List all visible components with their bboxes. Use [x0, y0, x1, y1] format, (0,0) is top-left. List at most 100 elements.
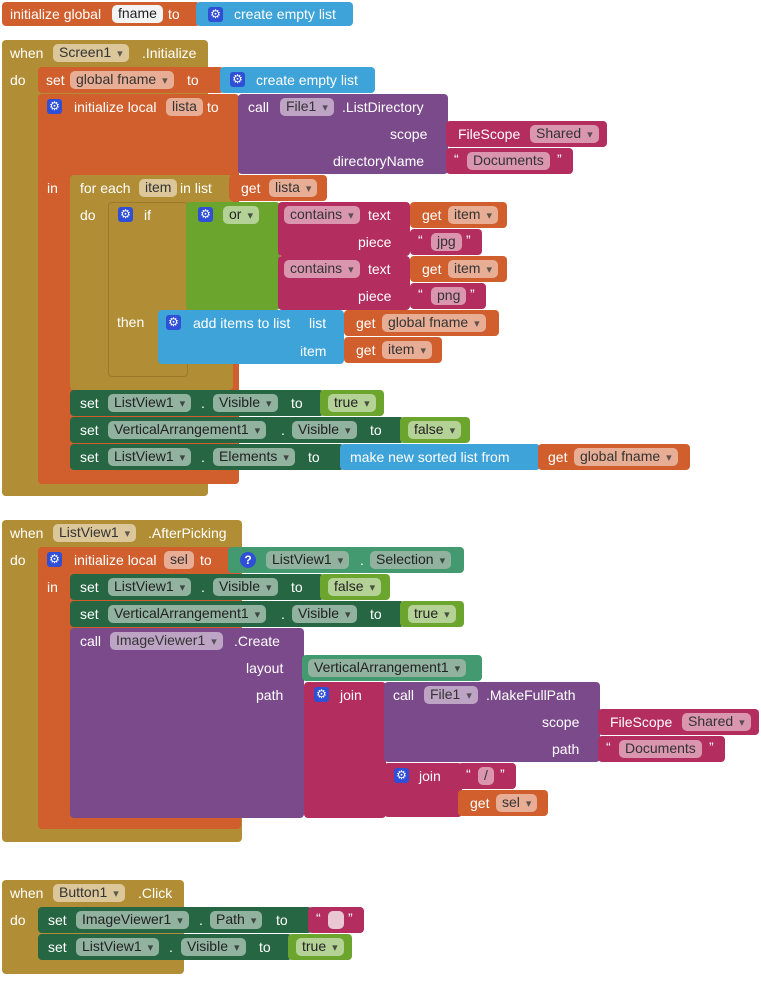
help-icon[interactable]: ? [240, 552, 256, 568]
selection-property-dropdown[interactable]: Selection [370, 551, 452, 569]
gear-icon[interactable]: ⚙ [47, 552, 62, 567]
file1-component-dropdown[interactable]: File1 [280, 98, 334, 116]
get-item-block[interactable]: get item [410, 202, 507, 228]
item-dropdown[interactable]: item [448, 260, 498, 278]
file1-component-dropdown[interactable]: File1 [424, 686, 478, 704]
verticalarrangement1-dropdown[interactable]: VerticalArrangement1 [108, 605, 267, 623]
local-name-field[interactable]: lista [166, 98, 203, 116]
slash-text[interactable]: / [478, 767, 494, 785]
screen1-component-dropdown[interactable]: Screen1 [53, 44, 129, 62]
sel-dropdown[interactable]: sel [496, 794, 538, 812]
gear-icon[interactable]: ⚙ [198, 207, 213, 222]
get-item-block[interactable]: get item [344, 337, 442, 363]
contains-text-block-1[interactable]: contains text piece [278, 202, 410, 256]
true-block[interactable]: true [400, 601, 464, 627]
imageviewer1-dropdown[interactable]: ImageViewer1 [110, 632, 223, 650]
global-fname-dropdown[interactable]: global fname [382, 314, 486, 332]
contains-dropdown[interactable]: contains [284, 260, 360, 278]
empty-text-block[interactable]: “ ” [308, 907, 364, 933]
gear-icon[interactable]: ⚙ [47, 99, 62, 114]
join-inner-block[interactable]: ⚙ join [384, 763, 462, 817]
imageviewer1-create-block[interactable]: call ImageViewer1 .Create layout path [70, 628, 304, 818]
documents-text[interactable]: Documents [619, 740, 702, 758]
get-lista-block[interactable]: get lista [229, 175, 327, 201]
file1-listdirectory-block[interactable]: call File1 .ListDirectory scope director… [238, 94, 448, 174]
listview1-dropdown[interactable]: ListView1 [108, 448, 192, 466]
text-string-block[interactable]: “ png ” [410, 283, 486, 309]
listview1-selection-getter[interactable]: ? ListView1 . Selection [228, 547, 464, 573]
visible-property-dropdown[interactable]: Visible [181, 938, 246, 956]
make-sorted-list-block[interactable]: make new sorted list from [340, 444, 540, 470]
listview1-dropdown[interactable]: ListView1 [266, 551, 350, 569]
listview1-dropdown[interactable]: ListView1 [108, 578, 192, 596]
set-listview1-visible-block[interactable]: set ListView1 . Visible to [38, 934, 292, 960]
png-text[interactable]: png [431, 287, 467, 305]
text-string-block[interactable]: “ jpg ” [410, 229, 482, 255]
global-fname-dropdown[interactable]: global fname [70, 71, 174, 89]
button1-component-dropdown[interactable]: Button1 [53, 884, 125, 902]
false-block[interactable]: false [400, 417, 470, 443]
imageviewer1-dropdown[interactable]: ImageViewer1 [76, 911, 189, 929]
empty-text-field[interactable] [328, 911, 344, 929]
or-operator-dropdown[interactable]: or [223, 206, 259, 224]
contains-dropdown[interactable]: contains [284, 206, 360, 224]
text-string-block[interactable]: “ Documents ” [598, 736, 725, 762]
gear-icon[interactable]: ⚙ [394, 768, 409, 783]
filescope-block[interactable]: FileScope Shared [598, 709, 759, 735]
false-dropdown[interactable]: false [408, 421, 462, 439]
create-empty-list-block[interactable]: ⚙ create empty list [220, 67, 375, 93]
global-variable-block[interactable]: initialize global fname to [2, 2, 200, 26]
local-name-field[interactable]: sel [164, 551, 194, 569]
false-block[interactable]: false [320, 574, 390, 600]
true-block[interactable]: true [288, 934, 352, 960]
directory-name-text[interactable]: Documents [467, 152, 550, 170]
visible-property-dropdown[interactable]: Visible [292, 421, 357, 439]
visible-property-dropdown[interactable]: Visible [292, 605, 357, 623]
file1-makefullpath-block[interactable]: call File1 .MakeFullPath scope path [384, 682, 600, 762]
get-item-block[interactable]: get item [410, 256, 507, 282]
true-dropdown[interactable]: true [408, 605, 456, 623]
filescope-dropdown[interactable]: Shared [682, 713, 751, 731]
gear-icon[interactable]: ⚙ [230, 72, 245, 87]
get-global-fname-block[interactable]: get global fname [344, 310, 499, 336]
path-property-dropdown[interactable]: Path [210, 911, 263, 929]
lista-dropdown[interactable]: lista [269, 179, 318, 197]
get-sel-block[interactable]: get sel [458, 790, 548, 816]
set-listview1-visible-block[interactable]: set ListView1 . Visible to [70, 390, 324, 416]
listview1-dropdown[interactable]: ListView1 [108, 394, 192, 412]
item-dropdown[interactable]: item [448, 206, 498, 224]
visible-property-dropdown[interactable]: Visible [213, 394, 278, 412]
text-string-block[interactable]: “ Documents ” [446, 148, 573, 174]
verticalarrangement1-component-block[interactable]: VerticalArrangement1 [302, 655, 482, 681]
true-block[interactable]: true [320, 390, 384, 416]
get-global-fname-block[interactable]: get global fname [538, 444, 690, 470]
gear-icon[interactable]: ⚙ [166, 315, 181, 330]
listview1-dropdown[interactable]: ListView1 [76, 938, 160, 956]
set-global-fname-block[interactable]: set global fname to [38, 67, 224, 93]
item-var-field[interactable]: item [139, 179, 178, 197]
or-block[interactable]: ⚙ or [186, 202, 280, 310]
slash-text-block[interactable]: “ / ” [458, 763, 516, 789]
item-dropdown[interactable]: item [382, 341, 432, 359]
add-items-to-list-block[interactable]: ⚙ add items to list list item [158, 310, 344, 364]
contains-text-block-2[interactable]: contains text piece [278, 256, 410, 310]
visible-property-dropdown[interactable]: Visible [213, 578, 278, 596]
set-imageviewer1-path-block[interactable]: set ImageViewer1 . Path to [38, 907, 312, 933]
join-block[interactable]: ⚙ join [304, 682, 386, 818]
set-verticalarrangement1-visible-block[interactable]: set VerticalArrangement1 . Visible to [70, 601, 404, 627]
true-dropdown[interactable]: true [328, 394, 376, 412]
false-dropdown[interactable]: false [328, 578, 382, 596]
create-empty-list-block[interactable]: ⚙ create empty list [196, 2, 353, 26]
filescope-block[interactable]: FileScope Shared [446, 121, 607, 147]
gear-icon[interactable]: ⚙ [314, 687, 329, 702]
elements-property-dropdown[interactable]: Elements [213, 448, 295, 466]
verticalarrangement1-dropdown[interactable]: VerticalArrangement1 [308, 659, 467, 677]
set-verticalarrangement1-visible-block[interactable]: set VerticalArrangement1 . Visible to [70, 417, 404, 443]
filescope-dropdown[interactable]: Shared [530, 125, 599, 143]
gear-icon[interactable]: ⚙ [208, 7, 223, 22]
true-dropdown[interactable]: true [296, 938, 344, 956]
jpg-text[interactable]: jpg [431, 233, 462, 251]
global-name-field[interactable]: fname [112, 5, 163, 23]
set-listview1-elements-block[interactable]: set ListView1 . Elements to [70, 444, 344, 470]
gear-icon[interactable]: ⚙ [118, 207, 133, 222]
